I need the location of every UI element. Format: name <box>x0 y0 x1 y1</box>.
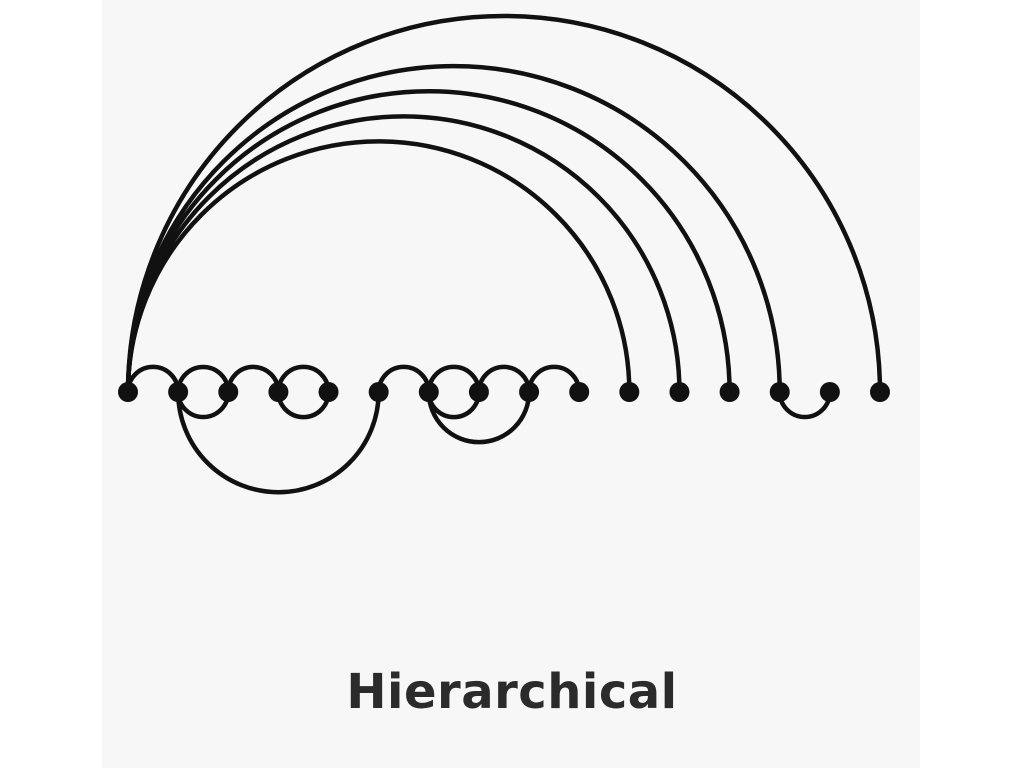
node-12 <box>719 382 740 402</box>
diagram-caption: Hierarchical <box>346 664 678 720</box>
node-11 <box>669 382 690 402</box>
arc-below-6-8 <box>426 389 532 445</box>
node-4 <box>318 382 339 402</box>
node-10 <box>619 382 640 402</box>
arc-above-0-11 <box>125 114 682 395</box>
arc-above-1-2 <box>175 364 231 395</box>
arc-above-5-6 <box>376 364 432 395</box>
arc-above-6-7 <box>426 364 482 395</box>
arc-above-0-10 <box>125 139 632 395</box>
node-3 <box>268 382 289 402</box>
node-15 <box>870 382 890 402</box>
node-1 <box>168 382 189 402</box>
arc-below-1-5 <box>175 389 381 495</box>
arc-above-2-3 <box>226 364 281 395</box>
node-13 <box>769 382 790 402</box>
arc-links <box>125 13 883 495</box>
node-9 <box>569 382 590 402</box>
node-7 <box>468 382 489 402</box>
node-row <box>118 382 890 402</box>
node-2 <box>218 382 239 402</box>
arc-above-3-4 <box>276 364 331 395</box>
arc-below-13-14 <box>777 389 833 420</box>
node-0 <box>118 382 138 402</box>
node-14 <box>819 382 840 402</box>
node-8 <box>519 382 540 402</box>
arc-above-0-13 <box>125 64 782 395</box>
arc-above-0-12 <box>125 88 732 395</box>
node-5 <box>368 382 389 402</box>
arc-above-8-9 <box>526 364 582 395</box>
node-6 <box>418 382 439 402</box>
arc-above-7-8 <box>476 364 532 395</box>
arc-above-0-15 <box>125 13 883 395</box>
arc-below-3-4 <box>276 389 331 420</box>
